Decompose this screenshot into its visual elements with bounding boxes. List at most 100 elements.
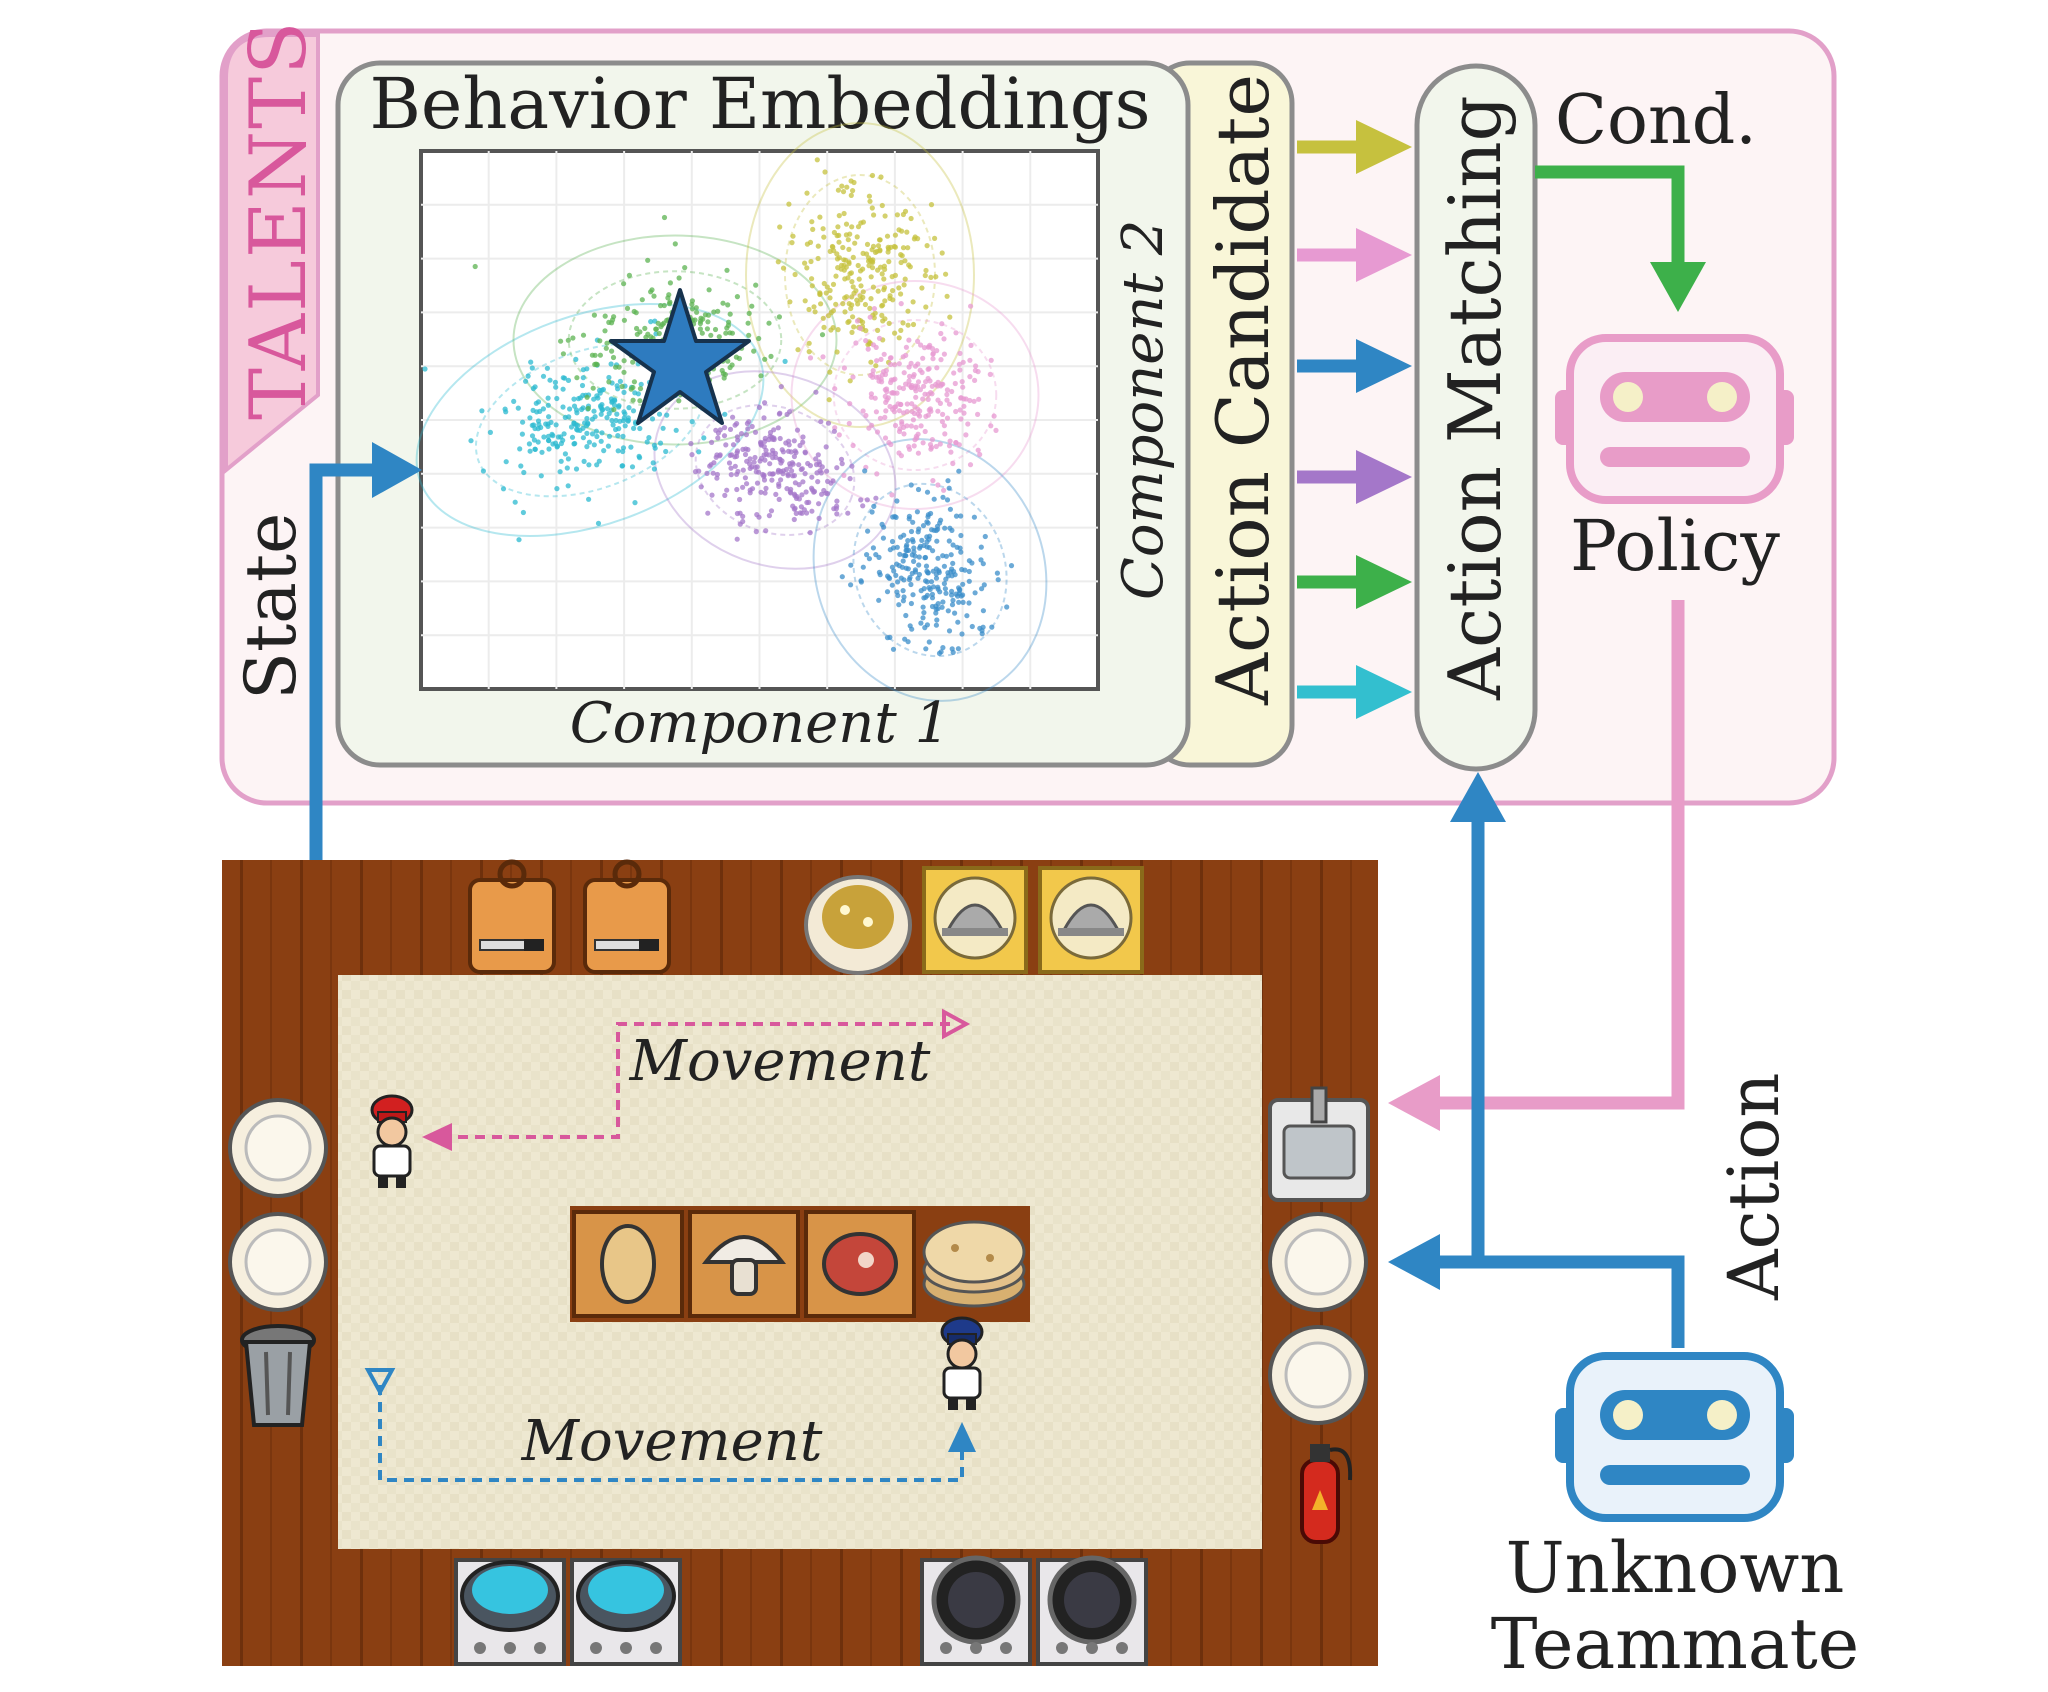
embedding-point	[845, 319, 851, 325]
embedding-point	[812, 309, 818, 315]
embedding-point	[896, 227, 902, 233]
embedding-point	[574, 375, 580, 381]
embedding-point	[892, 513, 898, 520]
candidate-arrows	[1297, 120, 1412, 719]
embedding-point	[909, 570, 915, 577]
embedding-point	[913, 424, 919, 430]
embedding-point	[817, 214, 823, 220]
embedding-point	[824, 468, 830, 474]
embedding-point	[939, 381, 945, 387]
embedding-point	[604, 340, 610, 346]
embedding-point	[924, 592, 931, 599]
embedding-point	[882, 387, 888, 393]
embedding-point	[580, 405, 586, 411]
embedding-point	[888, 355, 894, 361]
embedding-point	[915, 379, 922, 385]
embedding-point	[841, 262, 847, 268]
embedding-point	[747, 487, 753, 493]
embedding-point	[813, 462, 820, 468]
embedding-point	[876, 335, 883, 341]
embedding-point	[771, 435, 777, 441]
embedding-point	[766, 513, 773, 519]
embedding-point	[833, 506, 840, 512]
embedding-point	[737, 496, 743, 503]
embedding-point	[480, 468, 486, 474]
embedding-point	[609, 417, 615, 424]
embedding-point	[867, 198, 873, 204]
cluster-ellipse	[653, 370, 897, 570]
embedding-point	[521, 469, 527, 476]
embedding-point	[613, 417, 619, 424]
cluster-ellipse	[745, 122, 975, 428]
embedding-point	[856, 276, 862, 282]
embedding-point	[817, 291, 823, 298]
embedding-point	[834, 511, 840, 517]
embedding-point	[777, 456, 783, 462]
embedding-point	[823, 490, 829, 496]
embedding-point	[866, 193, 873, 199]
embedding-point	[760, 471, 766, 478]
embedding-point	[872, 310, 878, 316]
embedding-point	[835, 327, 841, 333]
embedding-point	[885, 249, 891, 255]
embedding-point	[660, 425, 666, 431]
embedding-point	[981, 582, 987, 588]
embedding-point	[948, 449, 954, 455]
embedding-point	[780, 449, 787, 455]
embedding-point	[794, 427, 801, 433]
embedding-point	[956, 468, 962, 474]
embedding-point	[532, 425, 538, 432]
embedding-point	[790, 233, 796, 239]
embedding-point	[762, 356, 768, 362]
embedding-point	[886, 440, 892, 446]
embedding-point	[957, 350, 963, 356]
embedding-point	[528, 359, 534, 365]
embedding-point	[880, 318, 886, 324]
embedding-point	[831, 428, 838, 434]
embedding-point	[815, 452, 821, 458]
embedding-point	[810, 226, 816, 232]
embedding-point	[726, 460, 733, 466]
embedding-point	[676, 275, 682, 281]
embedding-point	[906, 337, 912, 343]
embedding-point	[921, 542, 927, 549]
embedding-point	[809, 276, 815, 282]
embedding-point	[594, 393, 600, 399]
embedding-point	[709, 492, 715, 498]
candidate-arrow-head	[1356, 555, 1412, 609]
embedding-point	[947, 506, 954, 512]
cloche-station-icon	[922, 866, 1028, 974]
embedding-point	[786, 201, 792, 207]
embedding-point	[722, 425, 728, 431]
embedding-point	[922, 625, 928, 631]
embedding-point	[849, 279, 855, 285]
embedding-point	[626, 405, 632, 411]
embedding-point	[648, 334, 654, 340]
embedding-point	[805, 460, 811, 467]
embedding-point	[778, 384, 784, 390]
embedding-point	[568, 424, 575, 430]
embedding-point	[746, 310, 752, 316]
embedding-point	[661, 302, 667, 309]
embedding-point	[648, 289, 654, 295]
embedding-point	[915, 486, 922, 493]
embedding-point	[614, 411, 620, 417]
embedding-point	[749, 303, 755, 309]
embedding-point	[754, 480, 761, 486]
embedding-point	[793, 510, 799, 516]
embedding-point	[958, 549, 964, 555]
embedding-point	[925, 570, 931, 576]
embedding-point	[594, 433, 600, 440]
embedding-point	[597, 352, 604, 358]
embedding-point	[947, 314, 953, 320]
embedding-point	[584, 430, 590, 436]
embedding-point	[729, 452, 735, 458]
embedding-point	[785, 473, 791, 479]
embedding-point	[945, 608, 951, 614]
embedding-point	[525, 373, 531, 379]
embedding-point	[809, 508, 815, 514]
embedding-point	[900, 558, 906, 564]
candidate-arrow-head	[1356, 120, 1412, 174]
embedding-point	[804, 510, 810, 516]
embedding-point	[1008, 563, 1015, 569]
